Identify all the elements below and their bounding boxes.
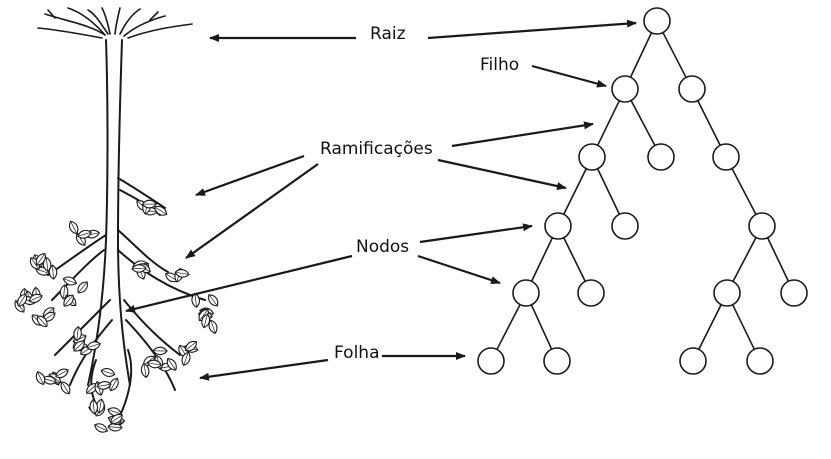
leaf: [34, 370, 47, 386]
annotation-arrow: [126, 256, 352, 311]
tree-edge: [733, 238, 756, 282]
tree-edge: [733, 305, 755, 350]
label-nodes: Nodos: [354, 239, 411, 256]
tree-edge: [631, 33, 652, 77]
tree-node: [545, 213, 571, 239]
annotation-arrow: [420, 226, 532, 242]
tree-edges: [497, 33, 788, 350]
tree-node: [648, 144, 674, 170]
label-child: Filho: [478, 57, 521, 74]
tree-node: [513, 280, 539, 306]
leaf: [93, 422, 109, 435]
tree-edge: [497, 305, 520, 350]
tree-nodes: [478, 8, 807, 374]
tree-node: [749, 213, 775, 239]
tree-node: [679, 76, 705, 102]
tree-node: [644, 8, 670, 34]
annotation-arrow: [438, 160, 566, 188]
tree-edge: [598, 101, 620, 146]
tree-edge: [532, 238, 553, 282]
tree-edge: [564, 238, 586, 282]
tree-node: [612, 213, 638, 239]
annotation-arrow: [428, 23, 636, 38]
root-hairs: [38, 8, 192, 38]
tree-node: [781, 280, 807, 306]
tree-node: [579, 144, 605, 170]
tree-edge: [631, 100, 655, 145]
plant-tree-icon: [38, 8, 205, 420]
tree-edge: [699, 305, 721, 350]
tree-edge: [732, 169, 756, 215]
label-root: Raiz: [368, 26, 408, 43]
annotation-arrow: [200, 360, 328, 378]
annotation-arrow: [196, 156, 304, 195]
leaf: [206, 292, 221, 308]
leaf: [67, 220, 80, 236]
tree-edge: [598, 169, 620, 215]
leaf: [100, 367, 116, 378]
tree-node: [680, 348, 706, 374]
label-leaf: Folha: [332, 345, 382, 362]
annotation-arrow: [418, 256, 500, 283]
tree-node: [714, 280, 740, 306]
leaf: [75, 280, 90, 296]
tree-edge: [564, 169, 587, 215]
leaf-clusters: [12, 198, 220, 434]
annotation-arrow: [532, 66, 606, 86]
tree-edge: [698, 101, 720, 146]
label-branches: Ramificações: [318, 141, 435, 158]
tree-node: [747, 348, 773, 374]
tree-edge: [663, 33, 686, 78]
tree-edge: [531, 305, 551, 349]
tree-node: [578, 280, 604, 306]
tree-edge: [768, 238, 789, 282]
trunk: [88, 40, 108, 385]
tree-node: [713, 144, 739, 170]
tree-node: [544, 348, 570, 374]
tree-node: [612, 76, 638, 102]
annotation-arrow: [452, 124, 593, 146]
annotation-arrow: [186, 164, 318, 258]
tree-node: [478, 348, 504, 374]
